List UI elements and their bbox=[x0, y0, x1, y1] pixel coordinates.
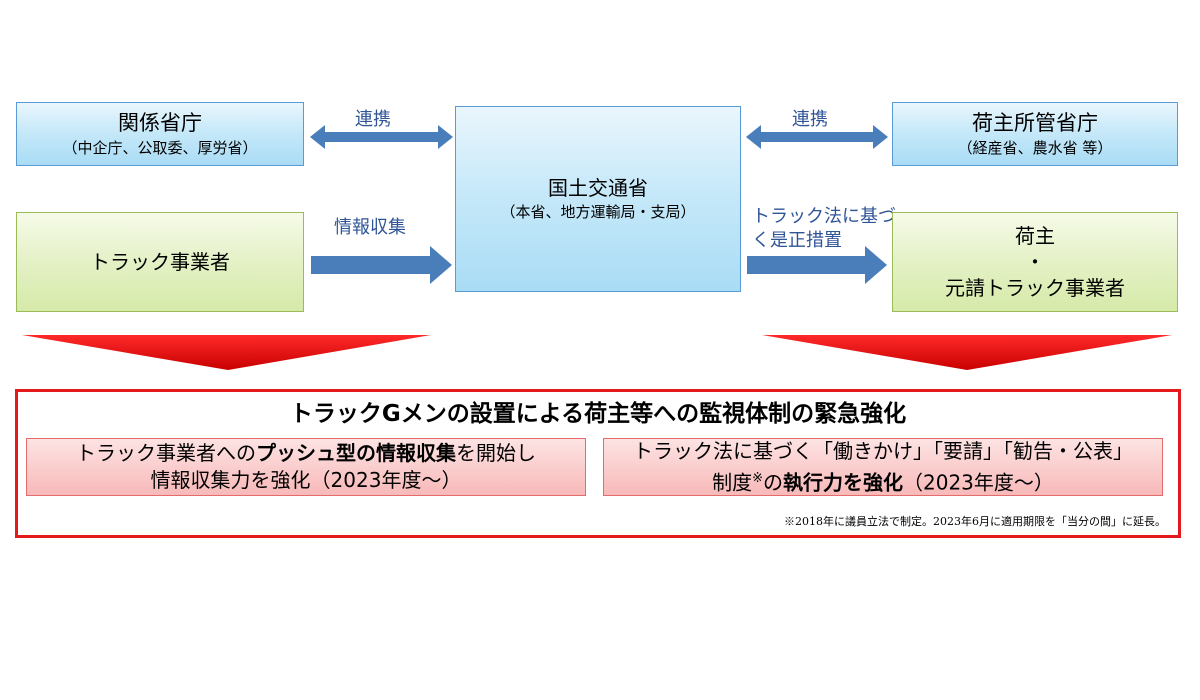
enforcement-line2: 制度※の執行力を強化（2023年度～） bbox=[712, 465, 1054, 497]
push-info-text-a: トラック事業者への bbox=[76, 441, 256, 465]
shipper-ministries-title: 荷主所管省庁 bbox=[972, 111, 1098, 135]
push-info-line1: トラック事業者へのプッシュ型の情報収集を開始し bbox=[76, 440, 536, 467]
enforcement-note-mark: ※ bbox=[752, 470, 763, 486]
arrow-left-mid bbox=[311, 246, 452, 284]
mlit-box: 国土交通省 （本省、地方運輸局・支局） bbox=[455, 106, 741, 292]
enforcement-text-e: （2023年度～） bbox=[903, 470, 1054, 495]
double-arrow-left-top bbox=[310, 125, 453, 149]
arrow-right-mid bbox=[747, 246, 887, 284]
related-ministries-sub: （中企庁、公取委、厚労省） bbox=[62, 139, 258, 157]
related-ministries-title: 関係省庁 bbox=[118, 111, 202, 135]
frame-title: トラックGメンの設置による荷主等への監視体制の緊急強化 bbox=[289, 401, 907, 427]
arrow-label-right-mid-2: く是正措置 bbox=[752, 230, 842, 251]
emergency-strengthening-frame: トラックGメンの設置による荷主等への監視体制の緊急強化 トラック事業者へのプッシ… bbox=[15, 389, 1181, 538]
truck-operators-title: トラック事業者 bbox=[90, 250, 230, 274]
push-info-text-bold: プッシュ型の情報収集 bbox=[256, 441, 456, 465]
red-chevron-right bbox=[762, 335, 1172, 370]
shipper-ministries-box: 荷主所管省庁 （経産省、農水省 等） bbox=[892, 102, 1178, 166]
shippers-line3: 元請トラック事業者 bbox=[945, 276, 1125, 300]
arrow-label-left-mid: 情報収集 bbox=[334, 217, 406, 238]
shippers-line2: ・ bbox=[1025, 250, 1045, 274]
arrow-label-right-mid-1: トラック法に基づ bbox=[752, 206, 896, 227]
footnote: ※2018年に議員立法で制定。2023年6月に適用期限を「当分の間」に延長。 bbox=[784, 515, 1166, 528]
double-arrow-right-top bbox=[746, 125, 888, 149]
enforcement-box: トラック法に基づく「働きかけ」「要請」「勧告・公表」 制度※の執行力を強化（20… bbox=[603, 438, 1163, 496]
shipper-ministries-sub: （経産省、農水省 等） bbox=[957, 139, 1113, 157]
arrow-label-left-top: 連携 bbox=[355, 109, 391, 130]
mlit-title: 国土交通省 bbox=[548, 176, 648, 200]
enforcement-text-a: 制度 bbox=[712, 470, 753, 495]
shippers-line1: 荷主 bbox=[1015, 224, 1055, 248]
mlit-sub: （本省、地方運輸局・支局） bbox=[500, 203, 696, 221]
related-ministries-box: 関係省庁 （中企庁、公取委、厚労省） bbox=[16, 102, 304, 166]
push-info-box: トラック事業者へのプッシュ型の情報収集を開始し 情報収集力を強化（2023年度～… bbox=[26, 438, 586, 496]
enforcement-text-bold: 執行力を強化 bbox=[783, 470, 903, 495]
enforcement-line1: トラック法に基づく「働きかけ」「要請」「勧告・公表」 bbox=[633, 438, 1133, 463]
arrow-label-right-top: 連携 bbox=[792, 109, 828, 130]
enforcement-text-c: の bbox=[763, 470, 783, 495]
push-info-text-c: を開始し bbox=[456, 441, 536, 465]
push-info-line2: 情報収集力を強化（2023年度～） bbox=[150, 468, 462, 492]
shippers-box: 荷主 ・ 元請トラック事業者 bbox=[892, 212, 1178, 312]
truck-operators-box: トラック事業者 bbox=[16, 212, 304, 312]
red-chevron-left bbox=[22, 335, 431, 370]
